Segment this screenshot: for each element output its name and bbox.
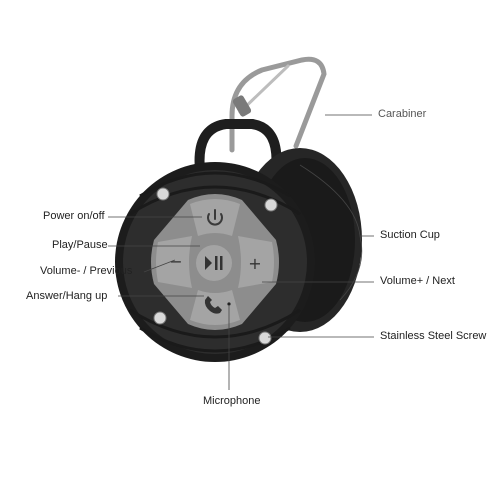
label-microphone: Microphone: [203, 395, 261, 407]
label-screw: Stainless Steel Screw: [380, 330, 487, 342]
label-volume-plus: Volume+ / Next: [380, 275, 455, 287]
label-answer: Answer/Hang up: [26, 290, 108, 302]
answer-button[interactable]: [190, 290, 240, 325]
minus-icon: −: [169, 252, 182, 271]
label-volume-minus: Volume- / Previous: [40, 265, 133, 277]
leader-lines: [108, 114, 374, 390]
play-pause-icon: [205, 256, 223, 270]
volume-minus-button[interactable]: −: [156, 236, 192, 288]
strap-loop: [194, 119, 282, 175]
power-icon: [207, 209, 223, 226]
phone-icon: [204, 296, 222, 314]
microphone-hole: [227, 302, 231, 306]
volume-plus-button[interactable]: +: [238, 236, 274, 288]
label-play-pause: Play/Pause: [52, 239, 108, 251]
label-power: Power on/off: [43, 210, 105, 222]
label-carabiner: Carabiner: [378, 108, 427, 120]
carabiner-icon: [229, 56, 327, 153]
power-button[interactable]: [190, 199, 240, 236]
plus-icon: +: [248, 254, 261, 273]
play-pause-button[interactable]: [196, 245, 232, 281]
screw-icon: [153, 187, 278, 345]
label-suction-cup: Suction Cup: [380, 229, 440, 241]
